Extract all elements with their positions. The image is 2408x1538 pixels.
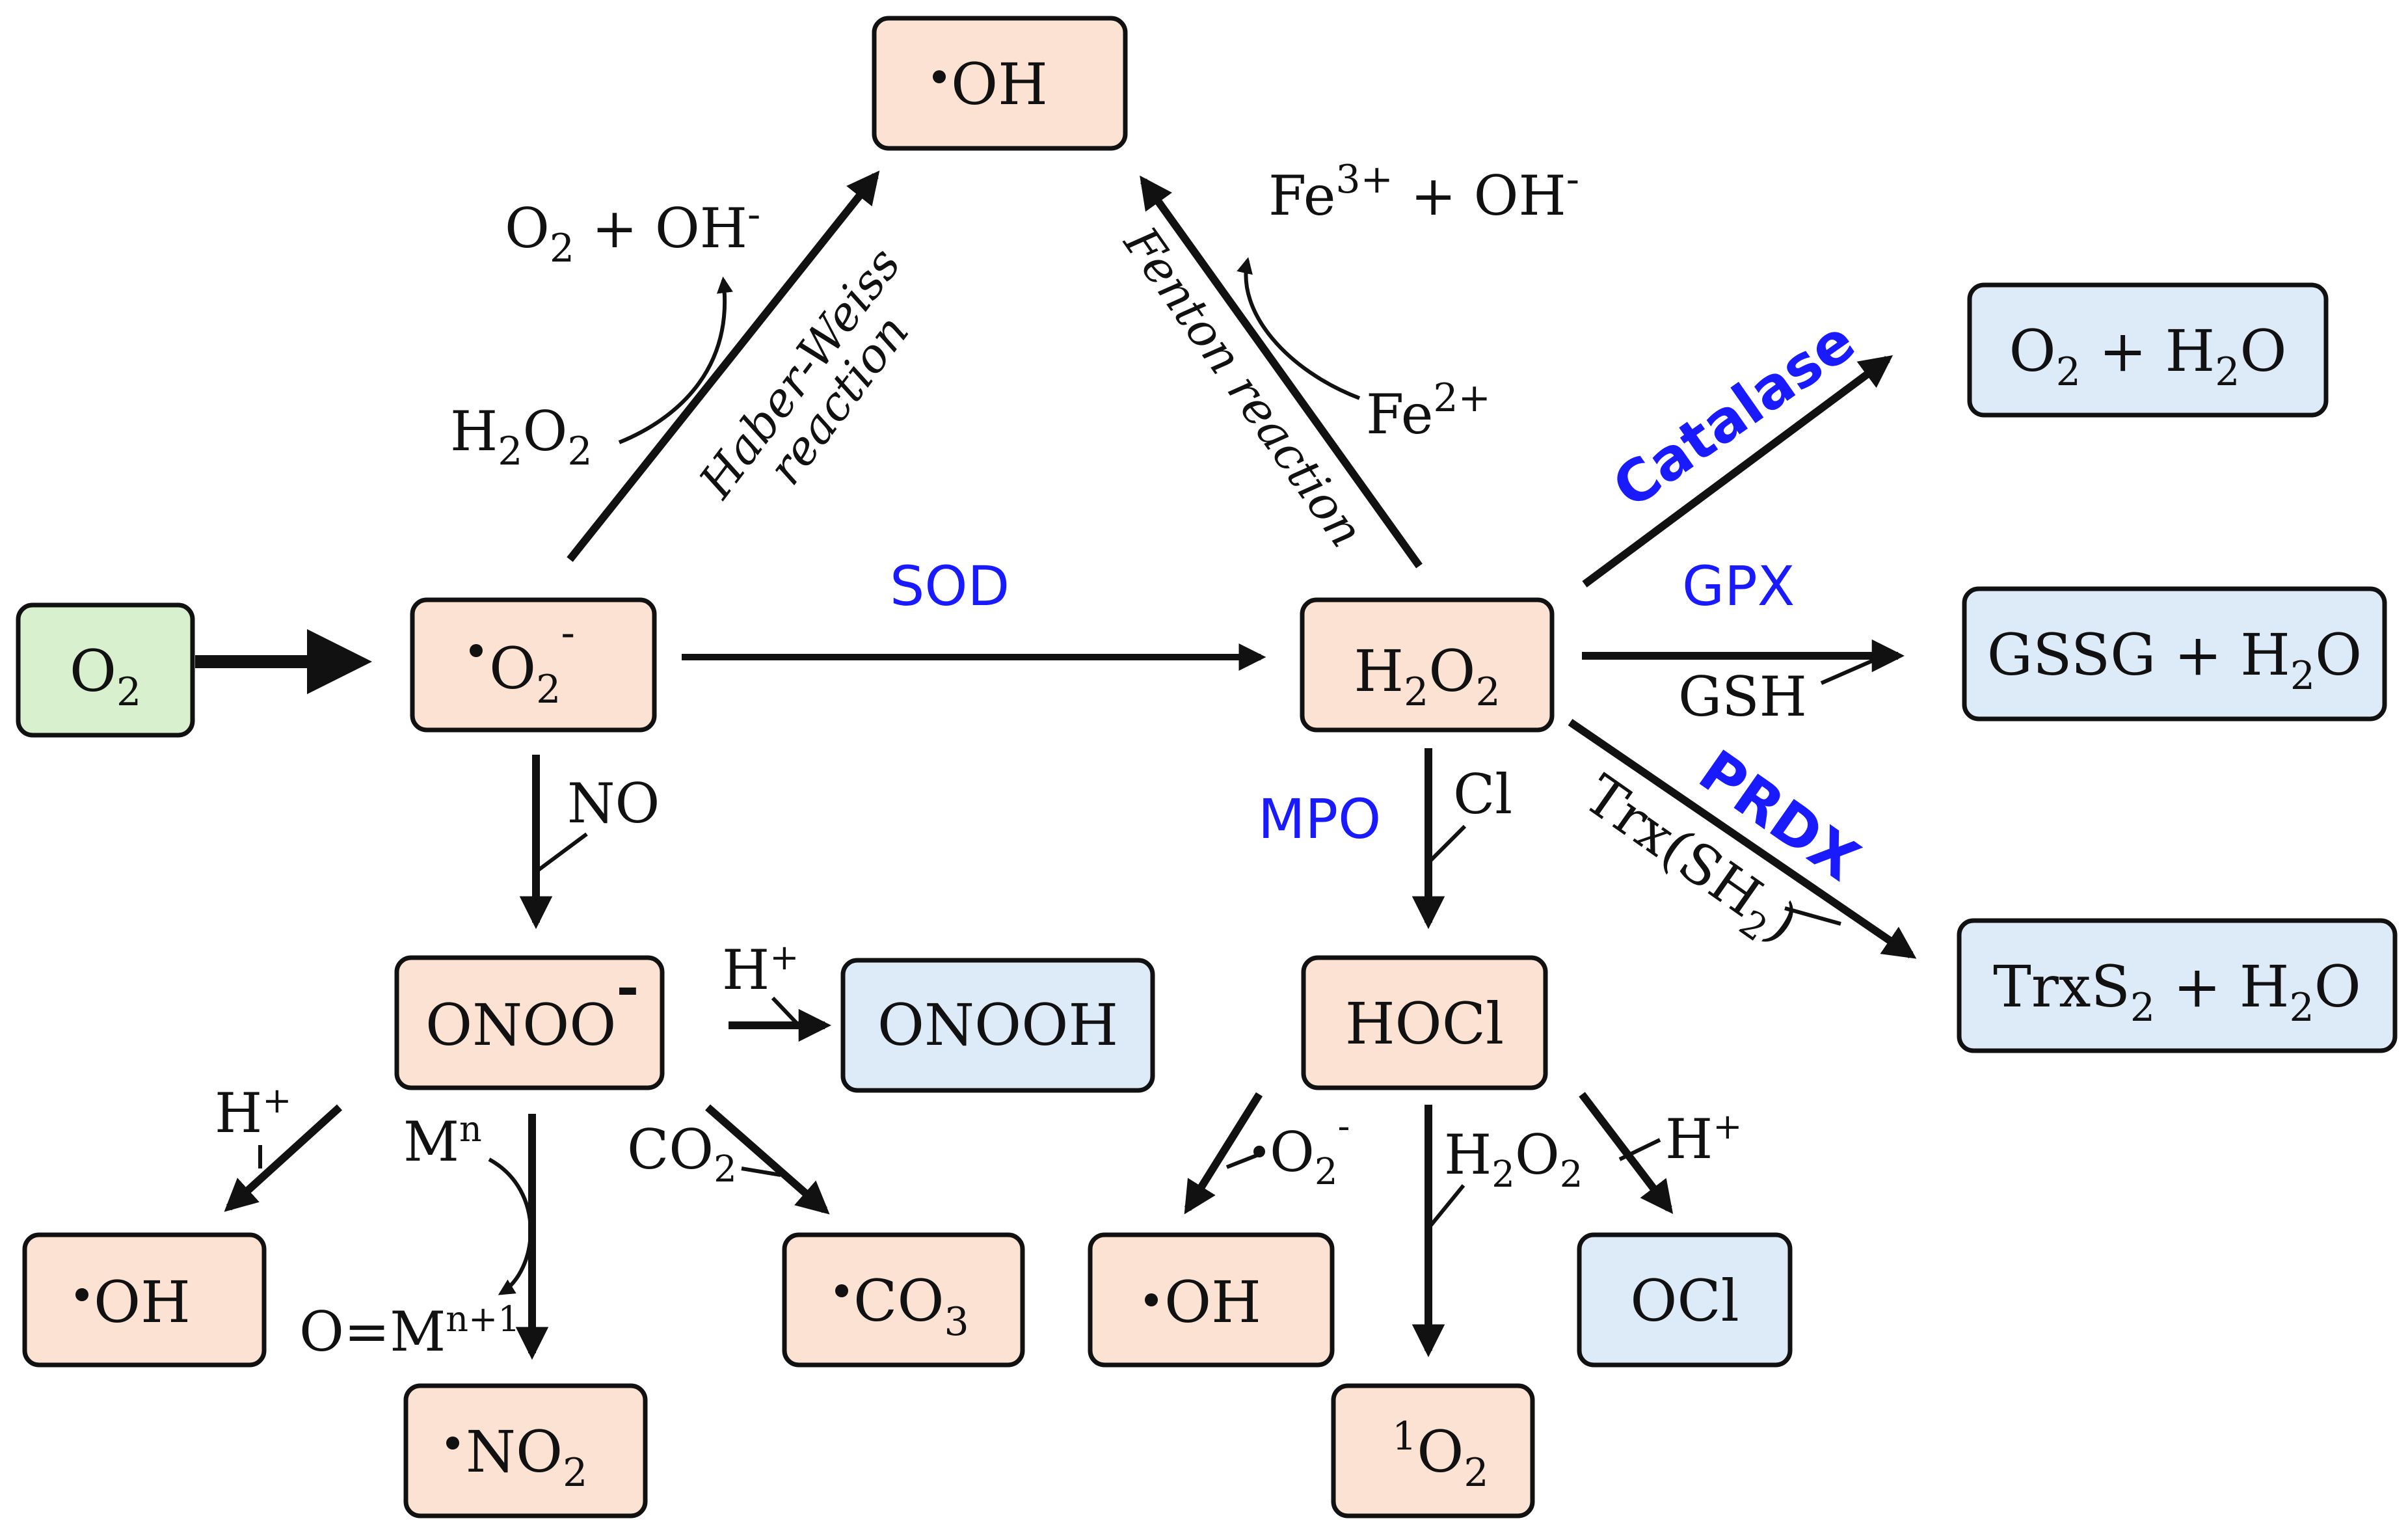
arrow-hocl-to-ocl [1579, 1092, 1674, 1215]
label-gpx: GPX [1682, 554, 1795, 618]
label-o2-rad: O2- [1270, 1105, 1350, 1193]
label-gsh: GSH [1678, 665, 1807, 729]
arrow-onoo-to-oh [224, 1104, 343, 1212]
node-oh-mid-box [1088, 1232, 1335, 1368]
radical-dot-superoxide [470, 644, 483, 657]
node-no2-box [403, 1383, 648, 1518]
node-singlet-o2-label: 1O2 [1392, 1414, 1489, 1496]
node-oh-top-label: OH [951, 51, 1048, 118]
label-h2o2-reactant: H2O2 [450, 399, 593, 474]
node-superoxide-box [410, 597, 657, 733]
node-ocl-label: OCl [1630, 1267, 1739, 1334]
tick-cl [1426, 824, 1467, 865]
label-catalase: Catalase [1601, 307, 1867, 521]
tick-trx [1784, 906, 1841, 926]
label-h-plus-ocl: H+ [1665, 1106, 1743, 1171]
node-oh-mid-label: OH [1164, 1269, 1261, 1336]
arrow-onoo-to-co3 [705, 1104, 830, 1215]
radical-dot-co3 [835, 1284, 848, 1297]
tick-co2 [741, 1167, 781, 1177]
node-o2-h2o-box [1967, 282, 2329, 418]
label-o-mn1: O=Mn+1 [299, 1299, 520, 1364]
label-sod: SOD [890, 554, 1010, 618]
radical-dot-no2 [446, 1437, 459, 1450]
node-o2-box [16, 602, 195, 738]
label-h2o2-hocl: H2O2 [1444, 1123, 1583, 1196]
label-h-plus-onooh: H+ [722, 937, 799, 1002]
node-trxs2-h2o-box [1957, 918, 2398, 1053]
arrow-h2o2-to-o2-h2o [1582, 355, 1893, 587]
tick-gsh-path [1820, 654, 1885, 685]
node-onooh-box [840, 958, 1155, 1093]
node-oh-left-label: OH [94, 1269, 191, 1336]
label-h-plus-oh: H+ [215, 1080, 292, 1145]
label-mpo: MPO [1258, 787, 1381, 851]
node-co3-label: CO3 [853, 1267, 969, 1345]
node-ocl-box [1577, 1232, 1793, 1368]
node-onoo-box [394, 955, 665, 1090]
tick-no [535, 832, 588, 874]
radical-dot-oh-top [933, 70, 946, 83]
label-o2-oh: O2 + OH- [505, 192, 760, 271]
label-co2: CO2 [627, 1118, 737, 1191]
node-onooh-label: ONOOH [877, 992, 1118, 1059]
label-fe2: Fe2+ [1366, 375, 1491, 446]
radical-dot-o2-label [1253, 1146, 1265, 1157]
node-hocl-box [1301, 955, 1548, 1090]
label-cl: Cl [1453, 762, 1512, 826]
node-onoo-label: ONOO- [425, 954, 639, 1059]
radical-dot-oh-mid [1145, 1293, 1158, 1306]
label-fe3-oh: Fe3+ + OH- [1268, 157, 1579, 228]
node-h2o2-label: H2O2 [1354, 638, 1500, 715]
node-oh-top-box [872, 16, 1128, 151]
label-no: NO [567, 772, 660, 835]
arrow-hocl-to-oh [1184, 1092, 1263, 1215]
node-gssg-h2o-label: GSSG + H2O [1987, 621, 2362, 699]
node-superoxide-label: O2- [489, 609, 575, 712]
node-trxs2-h2o-label: TrxS2 + H2O [1993, 953, 2361, 1031]
node-singlet-o2-box [1331, 1383, 1535, 1518]
tick-h-plus-onooh [771, 996, 801, 1027]
arrow-h2o2-to-trxs2 [1568, 719, 1917, 959]
arrow-superoxide-to-oh [567, 170, 880, 562]
node-o2-h2o-label: O2 + H2O [2009, 317, 2286, 395]
label-mn: Mn [403, 1109, 482, 1174]
node-no2-label: NO2 [466, 1418, 587, 1496]
node-oh-left-box [22, 1232, 267, 1368]
curve-h2o2-to-o2-oh [618, 276, 733, 444]
node-co3-box [782, 1232, 1025, 1368]
tick-h2o2-hocl [1426, 1184, 1465, 1230]
arrow-h2o2-to-oh [1140, 175, 1423, 569]
node-gssg-h2o-box [1962, 586, 2387, 722]
node-h2o2-box [1300, 597, 1555, 733]
radical-dot-oh-left [75, 1288, 88, 1301]
curve-fe2-to-fe3 [1237, 257, 1361, 400]
curve-mn-to-omn1 [488, 1157, 533, 1295]
node-o2-label: O2 [70, 638, 141, 715]
node-hocl-label: HOCl [1345, 990, 1504, 1057]
tick-h-plus-ocl [1618, 1138, 1661, 1161]
